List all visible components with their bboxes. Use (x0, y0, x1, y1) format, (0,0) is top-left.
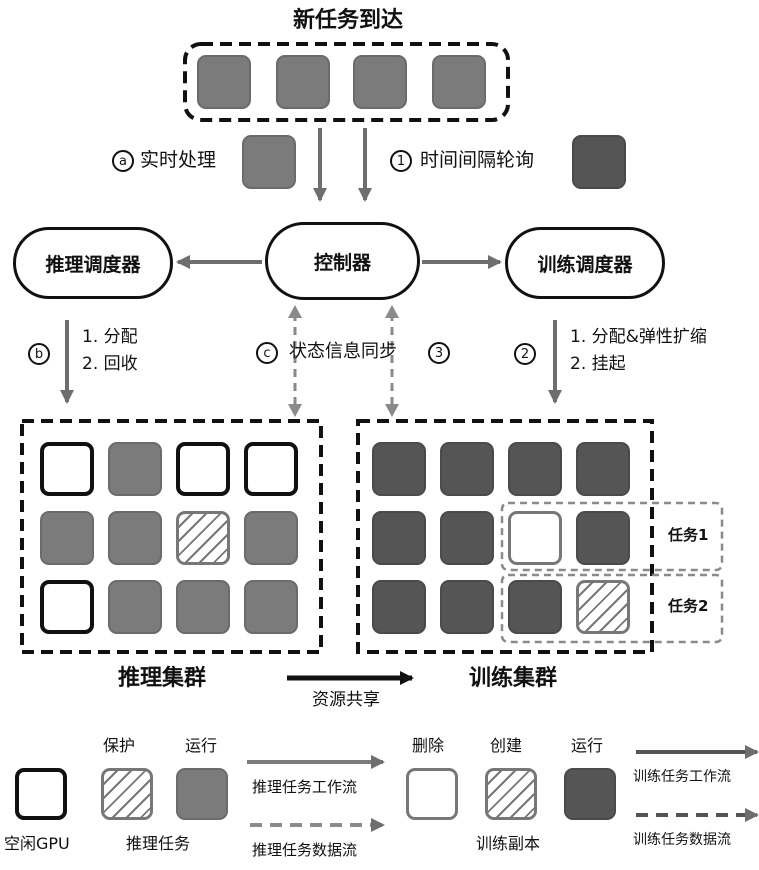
infer-scheduler: 推理调度器 (13, 227, 173, 299)
gpu-tile-protect (176, 511, 230, 565)
gpu-tile-create (576, 580, 630, 634)
infer-cluster-name: 推理集群 (118, 666, 207, 691)
label-2-step2: 2. 挂起 (570, 354, 626, 374)
train-cluster-name: 训练集群 (469, 666, 558, 691)
resource-sharing-label: 资源共享 (312, 690, 380, 710)
label-polling: 时间间隔轮询 (420, 149, 535, 171)
legend-idle-gpu-swatch (15, 768, 67, 820)
label-state-sync: 状态信息同步 (289, 341, 397, 362)
gpu-tile-run (108, 511, 162, 565)
legend-run-infer-swatch (176, 768, 228, 820)
gpu-tile-run (40, 511, 94, 565)
task1-label: 任务1 (668, 526, 709, 544)
sync-c-arrowhead-down (288, 404, 302, 417)
queued-task (432, 55, 486, 109)
legend-idle-gpu-label: 空闲GPU (4, 834, 70, 853)
task2-label: 任务2 (668, 597, 709, 615)
gpu-tile-idle (40, 580, 94, 634)
gpu-tile-run (440, 580, 494, 634)
gpu-tile-run (176, 580, 230, 634)
legend-create-swatch (485, 768, 537, 820)
gpu-tile-idle (176, 442, 230, 496)
queued-task (276, 55, 330, 109)
legend-protect-label: 保护 (103, 736, 136, 755)
gpu-tile-run (508, 580, 562, 634)
legend-infer-task-label: 推理任务 (126, 834, 191, 853)
marker-3: 3 (428, 342, 450, 364)
controller: 控制器 (265, 222, 420, 300)
gpu-tile-run (508, 442, 562, 496)
legend-train-dataflow-label: 训练任务数据流 (633, 832, 731, 848)
gpu-tile-run (244, 511, 298, 565)
legend-create-label: 创建 (490, 736, 523, 755)
legend-infer-dataflow-label: 推理任务数据流 (252, 841, 358, 859)
gpu-tile-idle (40, 442, 94, 496)
gpu-tile-run (108, 580, 162, 634)
marker-a: a (112, 150, 134, 172)
legend-run-train-swatch (564, 768, 616, 820)
legend-delete-swatch (406, 768, 458, 820)
queued-task (197, 55, 251, 109)
gpu-tile-run (576, 442, 630, 496)
legend-run-infer-label: 运行 (185, 736, 218, 755)
label-b-step2: 2. 回收 (82, 354, 138, 374)
gpu-tile-run (372, 442, 426, 496)
legend-delete-label: 删除 (412, 736, 445, 755)
task1-box (500, 501, 724, 572)
legend-train-replica-label: 训练副本 (476, 834, 541, 853)
polling-task (572, 135, 626, 189)
gpu-tile-run (440, 442, 494, 496)
gpu-tile-run (108, 442, 162, 496)
marker-2: 2 (514, 343, 536, 365)
marker-c: c (256, 342, 278, 364)
legend-run-train-label: 运行 (571, 736, 604, 755)
label-2-step1: 1. 分配&弹性扩缩 (570, 327, 707, 347)
gpu-tile-run (576, 511, 630, 565)
train-scheduler: 训练调度器 (505, 227, 665, 299)
gpu-tile-idle (244, 442, 298, 496)
marker-b: b (28, 343, 50, 365)
queued-task (353, 55, 407, 109)
legend-train-workflow-label: 训练任务工作流 (633, 769, 731, 785)
sync-c-arrowhead-up (288, 305, 302, 318)
label-realtime: 实时处理 (140, 149, 217, 171)
gpu-tile-delete (508, 511, 562, 565)
realtime-task (242, 135, 296, 189)
train-cluster-box (356, 419, 654, 654)
task2-box (500, 573, 724, 644)
gpu-tile-run (372, 511, 426, 565)
sync-3-arrowhead-down (385, 404, 399, 417)
legend-infer-workflow-label: 推理任务工作流 (252, 778, 358, 796)
marker-1: 1 (390, 150, 412, 172)
gpu-tile-run (440, 511, 494, 565)
sync-3-arrowhead-up (385, 305, 399, 318)
legend-protect-swatch (101, 768, 153, 820)
diagram-title: 新任务到达 (293, 8, 404, 33)
gpu-tile-run (244, 580, 298, 634)
task-queue-box (183, 42, 510, 122)
label-b-step1: 1. 分配 (82, 327, 138, 347)
gpu-tile-run (372, 580, 426, 634)
